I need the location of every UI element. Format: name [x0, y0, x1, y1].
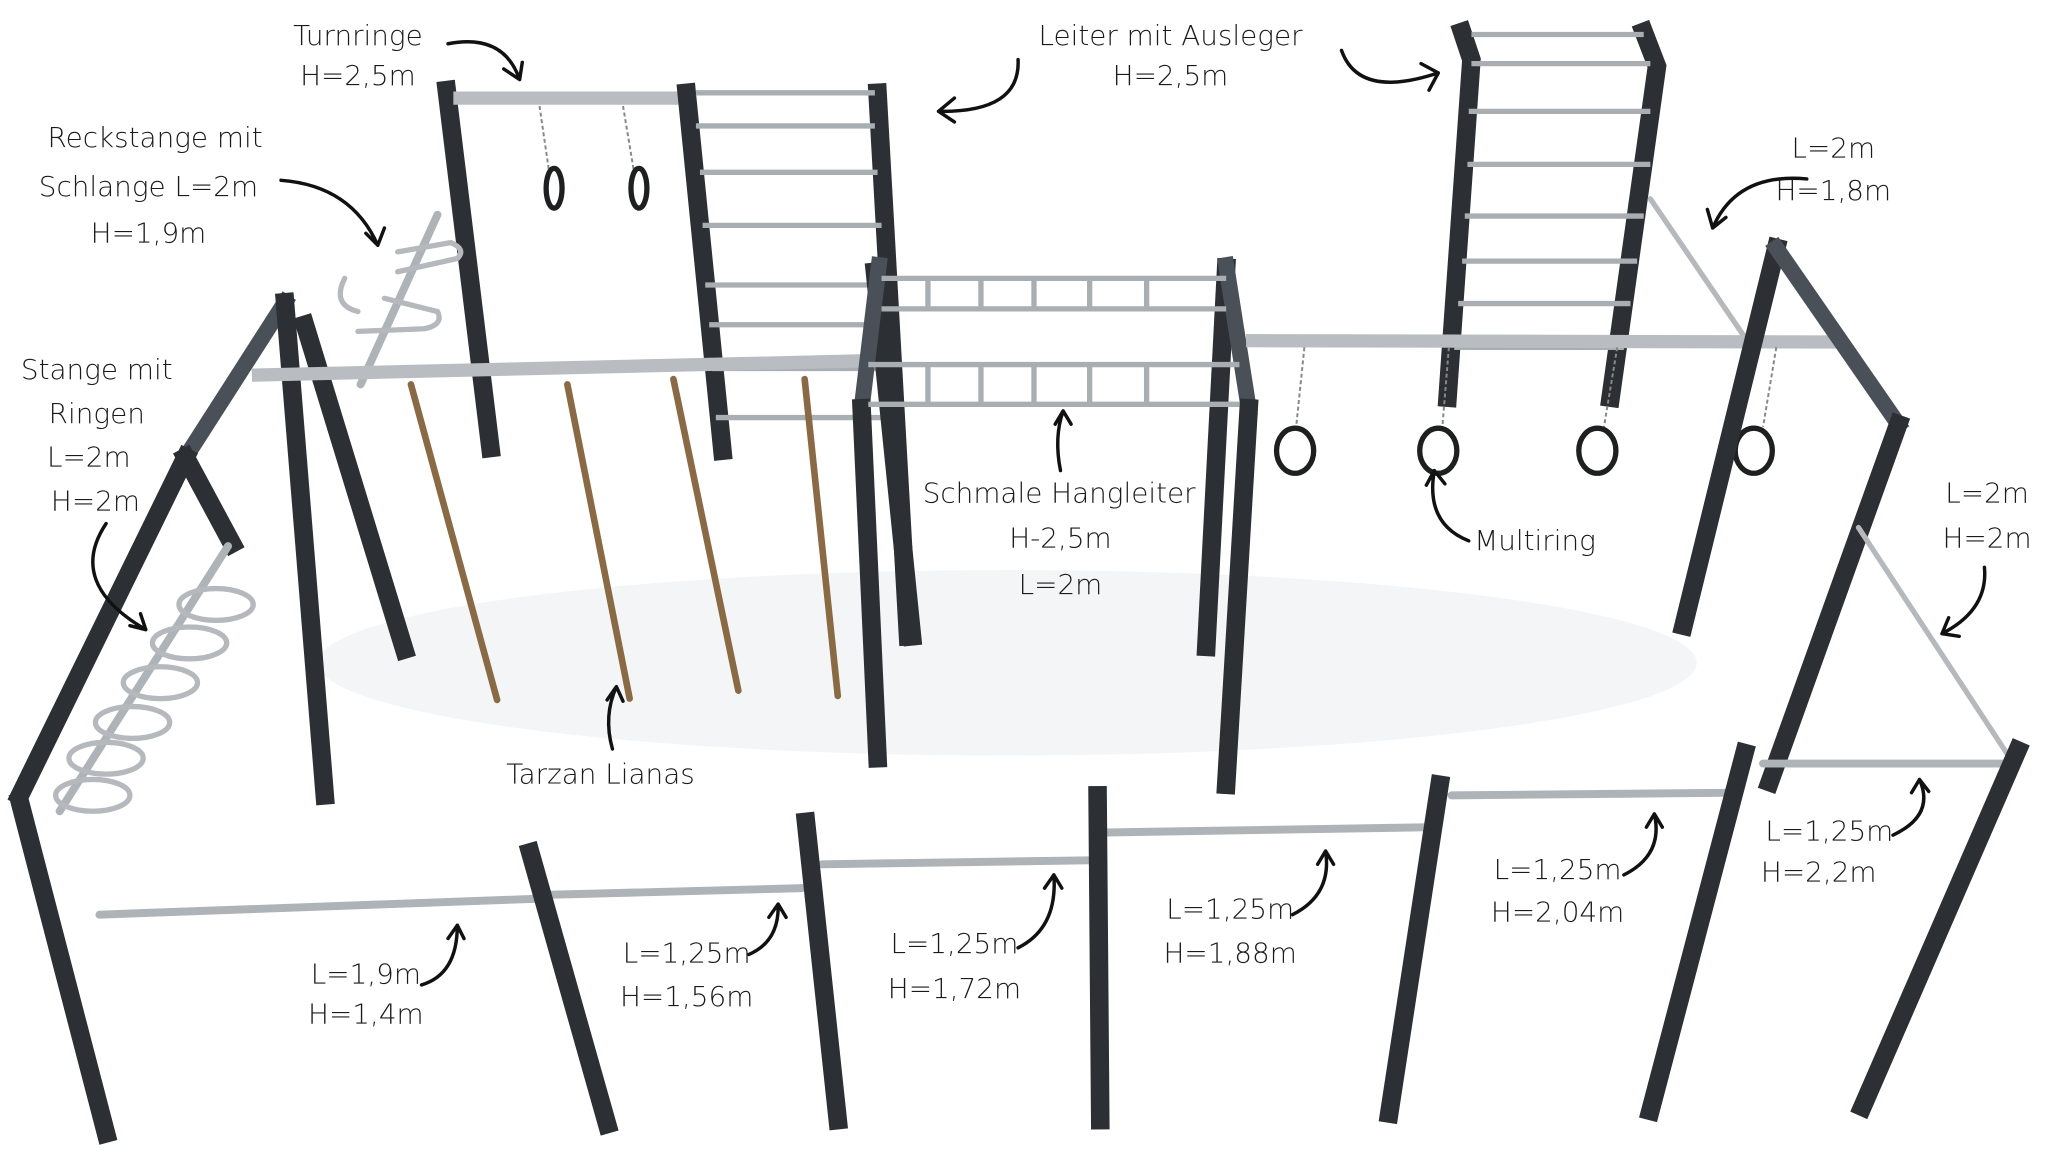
arrow-icon [1016, 873, 1064, 950]
label-tarzan: Tarzan Lianas [506, 757, 695, 790]
label-hangleiter-height: H-2,5m [1009, 521, 1111, 554]
label-bar1-height: H=1,4m [308, 997, 424, 1030]
arrow-icon [419, 923, 466, 987]
gym-ring [543, 165, 565, 211]
label-reckstange-2: Schlange L=2m [39, 170, 258, 203]
arrow-icon [279, 178, 387, 247]
arrow-icon [936, 57, 1020, 124]
gym-ring [628, 165, 650, 211]
label-stange-length: L=2m [47, 441, 131, 474]
annotation-arrows [91, 40, 1987, 987]
ring-ladder-frame [7, 291, 416, 1145]
label-leiter-height: H=2,5m [1113, 59, 1229, 92]
pullup-bars-row [95, 738, 2030, 1136]
arrow-icon [91, 521, 148, 632]
arrow-icon [1940, 565, 1987, 639]
label-bar3-height: H=1,72m [888, 972, 1021, 1005]
label-turnringe-height: H=2,5m [300, 59, 416, 92]
arrow-icon [1891, 777, 1931, 837]
label-bar2-length: L=1,25m [623, 936, 751, 969]
label-bar1-length: L=1,9m [311, 958, 421, 991]
label-bar2-height: H=1,56m [620, 980, 753, 1013]
arrow-icon [446, 40, 525, 82]
arrow-icon [1424, 468, 1471, 543]
arrow-icon [747, 902, 788, 957]
multiring [1246, 334, 1843, 476]
label-stange-height: H=2m [51, 484, 140, 517]
label-multiring: Multiring [1474, 524, 1596, 557]
label-bar6-height: H=2,2m [1761, 856, 1877, 889]
label-schraeg-right-length: L=2m [1945, 476, 2029, 509]
label-schraeg-top-height: H=1,8m [1776, 174, 1892, 207]
turnringe-frame [436, 79, 690, 459]
label-schraeg-right-height: H=2m [1943, 521, 2032, 554]
label-bar6-length: L=1,25m [1765, 814, 1893, 847]
tarzan-lianas [251, 353, 876, 704]
right-frame [1672, 236, 2011, 794]
label-bar5-height: H=2,04m [1491, 895, 1624, 928]
label-schraeg-top-length: L=2m [1791, 132, 1875, 165]
arrow-icon [605, 684, 625, 751]
arrow-icon [1339, 48, 1440, 92]
label-reckstange-1: Reckstange mit [48, 121, 263, 154]
label-reckstange-height: H=1,9m [91, 217, 207, 250]
label-hangleiter: Schmale Hangleiter [923, 476, 1196, 509]
label-stange-1: Stange mit [21, 353, 173, 386]
label-bar4-length: L=1,25m [1166, 893, 1294, 926]
label-bar5-length: L=1,25m [1494, 853, 1622, 886]
label-turnringe: Turnringe [293, 19, 423, 52]
label-leiter: Leiter mit Ausleger [1038, 19, 1303, 52]
label-stange-2: Ringen [49, 397, 145, 430]
ground-shadow [318, 570, 1697, 756]
arrow-icon [1290, 849, 1336, 917]
label-bar3-length: L=1,25m [890, 927, 1018, 960]
label-hangleiter-length: L=2m [1019, 568, 1103, 601]
ladder-with-boom [1437, 19, 1753, 409]
label-bar4-height: H=1,88m [1164, 936, 1297, 969]
arrow-icon [1053, 409, 1073, 473]
monkey-bars [851, 256, 1259, 795]
snake-bar [337, 210, 464, 389]
arrow-icon [1622, 812, 1665, 877]
arrow-icon [1705, 176, 1809, 230]
